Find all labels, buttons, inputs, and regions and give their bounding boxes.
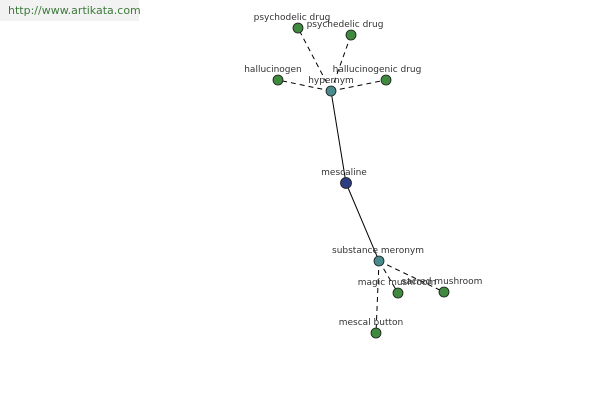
node-label-hypernym[interactable]: hypernym <box>308 76 354 86</box>
node-sacred-mushroom[interactable]: sacred mushroom <box>402 277 483 298</box>
node-label-substance-meronym[interactable]: substance meronym <box>332 246 424 256</box>
node-dot-psychedelic-drug[interactable] <box>345 29 357 41</box>
edge-hypernym-psychedelic-drug <box>330 34 352 92</box>
node-dot-hallucinogenic-drug[interactable] <box>380 74 392 86</box>
source-url[interactable]: http://www.artikata.com <box>0 0 141 21</box>
node-mescaline[interactable]: mescaline <box>321 168 367 189</box>
node-psychodelic-drug[interactable]: psychodelic drug <box>254 13 331 34</box>
node-magic-mushroom[interactable]: magic mushroom <box>358 278 436 299</box>
node-hallucinogenic-drug[interactable]: hallucinogenic drug <box>333 65 422 86</box>
node-label-magic-mushroom[interactable]: magic mushroom <box>358 278 436 288</box>
node-dot-mescaline[interactable] <box>340 177 352 189</box>
node-psychedelic-drug[interactable]: psychedelic drug <box>307 20 384 41</box>
edge-hypernym-hallucinogenic-drug <box>330 79 387 92</box>
node-label-mescaline[interactable]: mescaline <box>321 168 367 178</box>
node-dot-substance-meronym[interactable] <box>373 255 385 267</box>
node-label-mescal-button[interactable]: mescal button <box>339 318 404 328</box>
node-dot-sacred-mushroom[interactable] <box>438 286 450 298</box>
edge-substance-meronym-magic-mushroom <box>378 260 399 294</box>
node-dot-psychodelic-drug[interactable] <box>292 22 304 34</box>
edge-hypernym-hallucinogen <box>277 79 332 92</box>
node-mescal-button[interactable]: mescal button <box>339 318 404 339</box>
node-dot-magic-mushroom[interactable] <box>392 287 404 299</box>
edge-mescaline-hypernym <box>330 90 347 184</box>
node-dot-mescal-button[interactable] <box>370 327 382 339</box>
node-label-hallucinogen[interactable]: hallucinogen <box>244 65 302 75</box>
edge-mescaline-substance-meronym <box>345 182 380 262</box>
node-label-psychedelic-drug[interactable]: psychedelic drug <box>307 20 384 30</box>
node-label-hallucinogenic-drug[interactable]: hallucinogenic drug <box>333 65 422 75</box>
node-label-psychodelic-drug[interactable]: psychodelic drug <box>254 13 331 23</box>
node-hallucinogen[interactable]: hallucinogen <box>244 65 302 86</box>
node-label-sacred-mushroom[interactable]: sacred mushroom <box>402 277 483 287</box>
node-dot-hallucinogen[interactable] <box>272 74 284 86</box>
edge-substance-meronym-mescal-button <box>375 260 380 334</box>
edge-substance-meronym-sacred-mushroom <box>378 260 445 293</box>
edge-hypernym-psychodelic-drug <box>297 27 332 92</box>
graph-nodes: mescaline hypernym substance meronym psycho… <box>244 13 483 339</box>
graph-edges <box>277 27 445 334</box>
node-substance-meronym[interactable]: substance meronym <box>332 246 424 267</box>
node-dot-hypernym[interactable] <box>325 85 337 97</box>
node-hypernym[interactable]: hypernym <box>308 76 354 97</box>
